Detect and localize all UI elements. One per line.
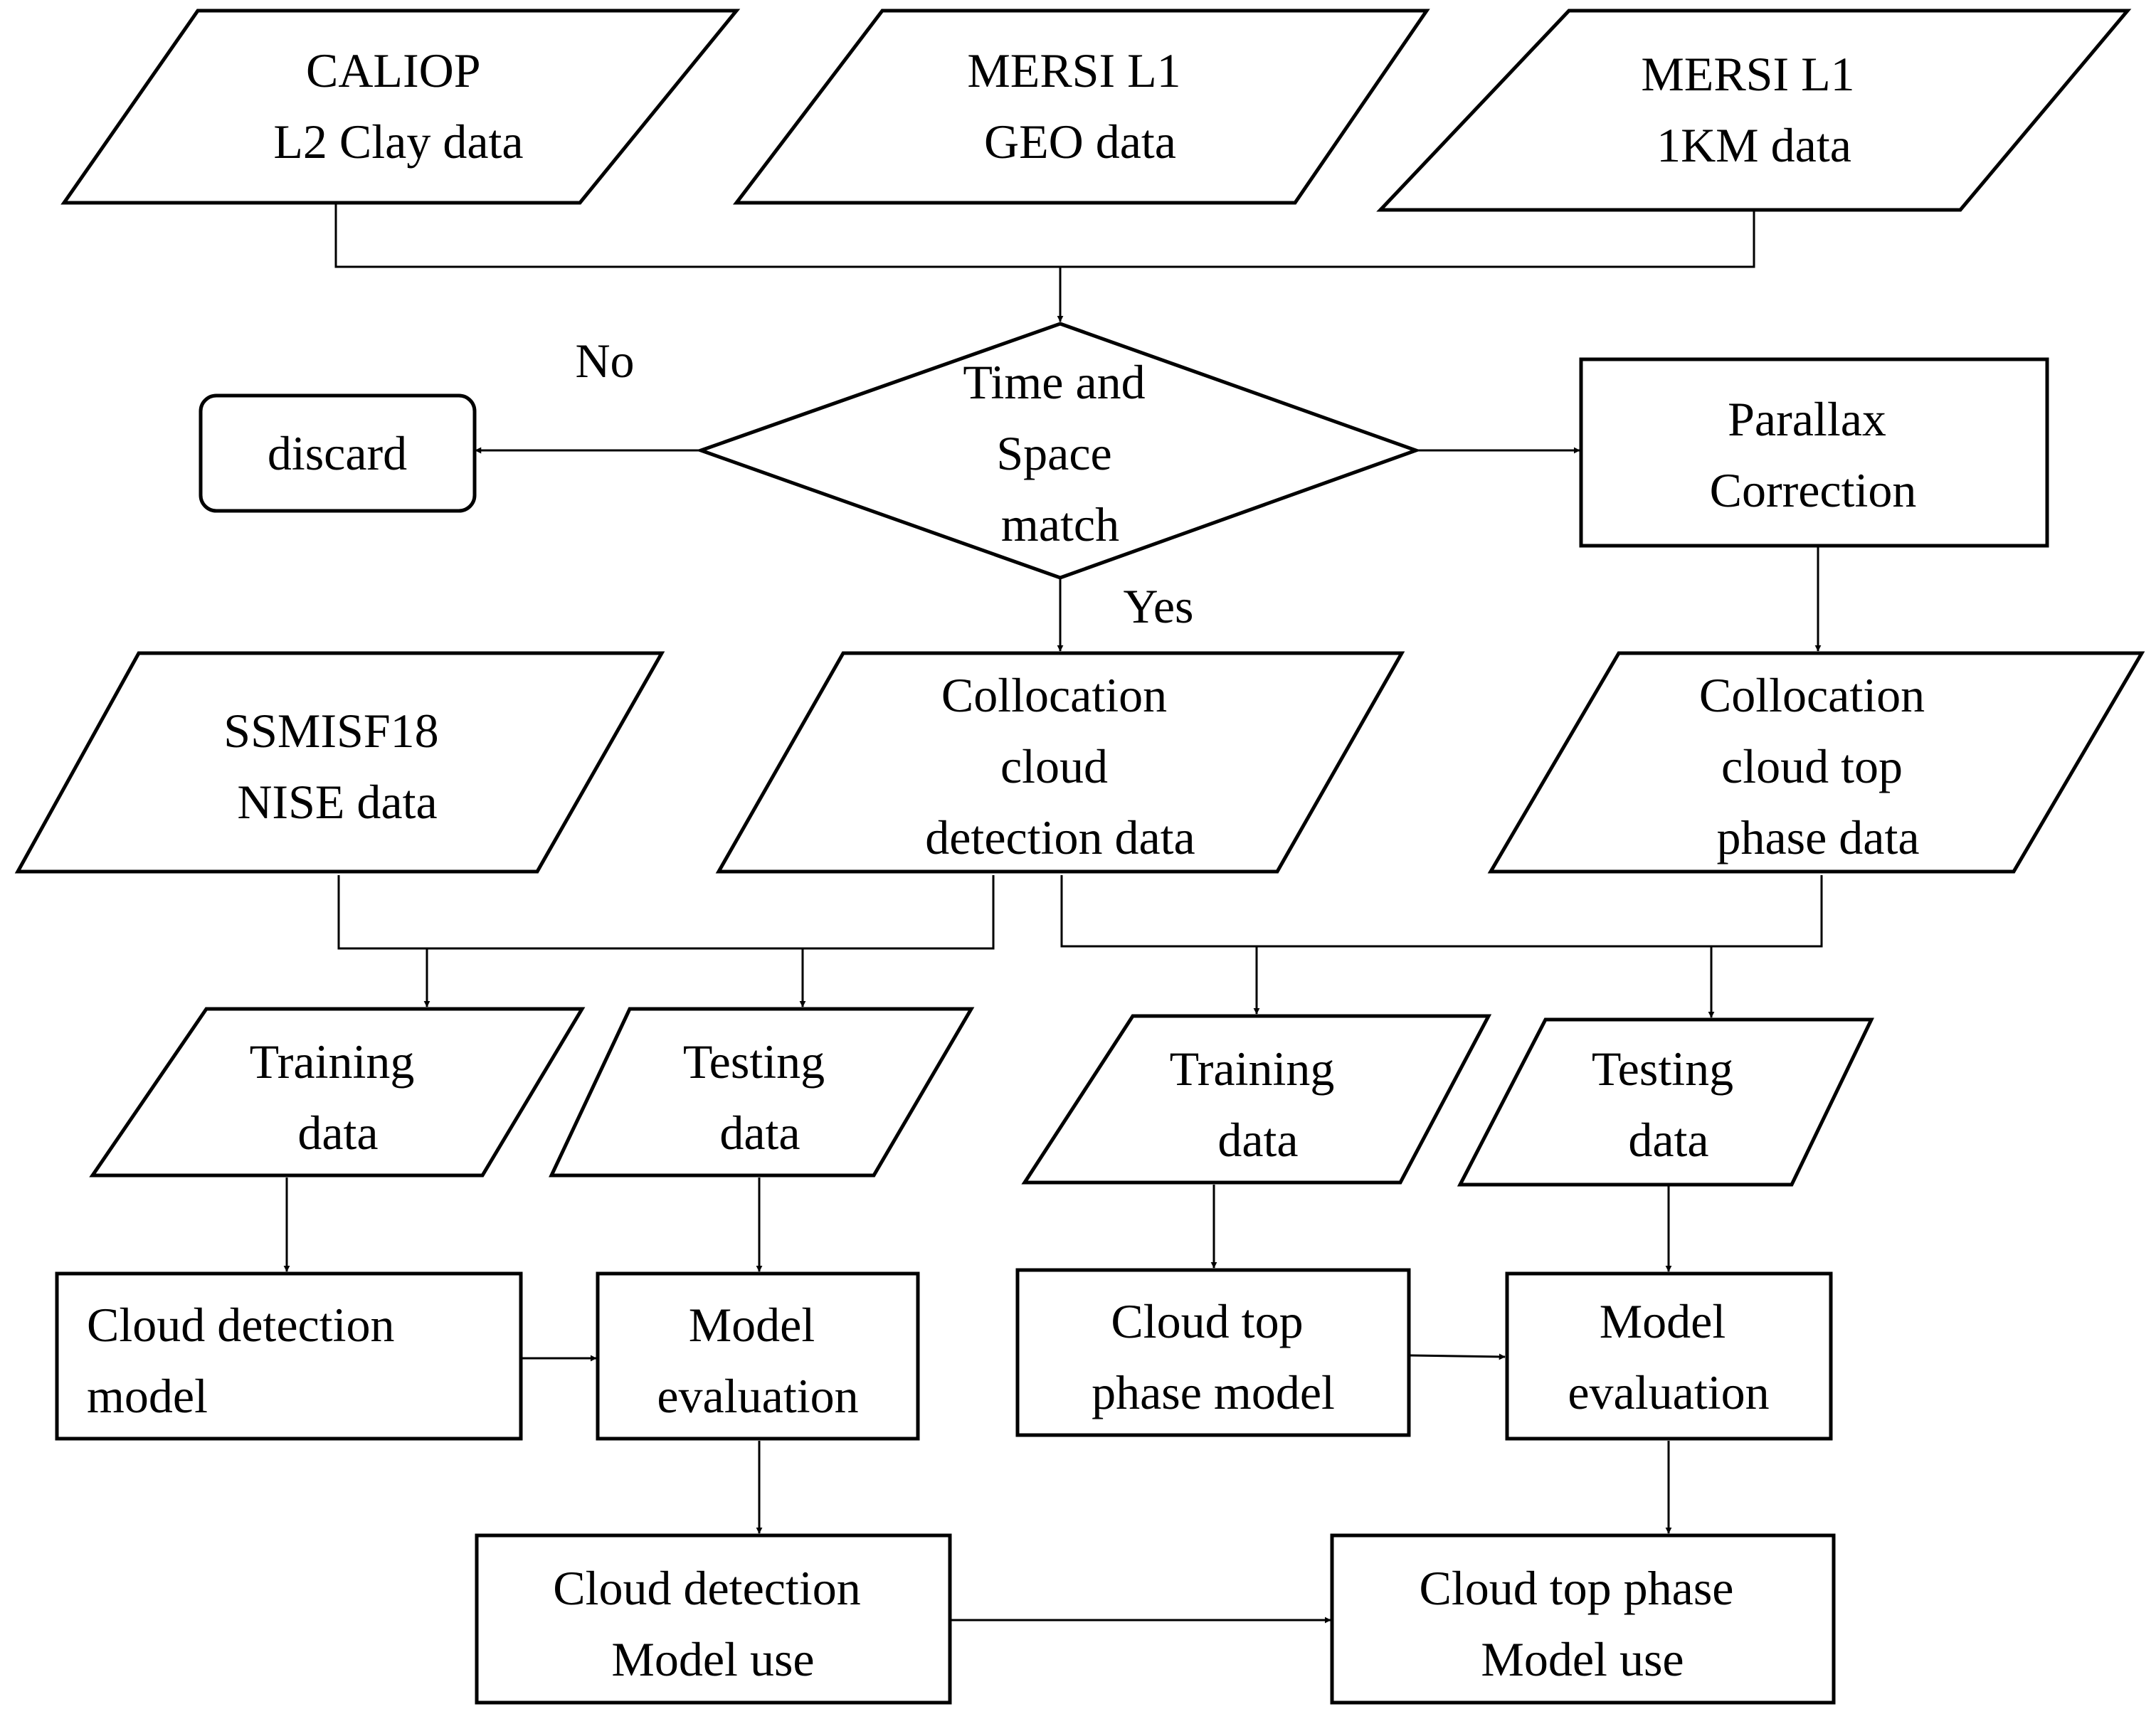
node-label: Testing data <box>683 1035 837 1160</box>
connectors <box>283 203 1823 1624</box>
node-mersi-1km-data: MERSI L1 1KM data <box>1376 9 2132 212</box>
edge-caliop-to-merge <box>334 203 1755 268</box>
node-label: Cloud detection model <box>87 1298 406 1423</box>
node-label: Collocation cloud top phase data <box>1699 668 1937 864</box>
node-label: Testing data <box>1592 1042 1745 1167</box>
node-label: Collocation cloud detection data <box>925 668 1195 864</box>
node-mersi-geo-data: MERSI L1 GEO data <box>732 9 1430 205</box>
edge-right-merge <box>1060 875 1823 948</box>
node-label: Time and Space match <box>963 355 1157 551</box>
node-testing-data-left: Testing data <box>549 1007 975 1178</box>
node-time-space-match: Time and Space match <box>695 322 1422 580</box>
node-collocation-cloud-detection: Collocation cloud detection data <box>715 651 1405 874</box>
node-label: Cloud detection Model use <box>553 1561 872 1686</box>
node-label: Cloud top phase Model use <box>1420 1561 1746 1686</box>
node-label: CALIOP L2 Clay data <box>273 43 523 169</box>
node-label: discard <box>268 426 407 480</box>
edge-left-merge <box>337 875 995 950</box>
node-label: Parallax Correction <box>1710 392 1917 517</box>
node-parallax-correction: Parallax Correction <box>1579 357 2049 548</box>
node-label: Training data <box>1170 1042 1347 1167</box>
node-model-evaluation-right: Model evaluation <box>1505 1271 1833 1441</box>
edge-label-no: No <box>575 334 634 388</box>
node-discard: discard <box>199 393 477 513</box>
node-label: Training data <box>250 1035 427 1160</box>
node-training-data-left: Training data <box>89 1007 586 1178</box>
node-model-evaluation-left: Model evaluation <box>596 1271 920 1441</box>
node-cloud-detection-model: Cloud detection model <box>55 1271 523 1441</box>
node-cloud-top-phase-model: Cloud top phase model <box>1015 1268 1411 1437</box>
edge-label-yes: Yes <box>1124 579 1194 633</box>
node-label: Model evaluation <box>657 1298 858 1423</box>
node-label: MERSI L1 GEO data <box>967 43 1193 169</box>
node-ssmis-nise-data: SSMISF18 NISE data <box>14 651 665 874</box>
node-testing-data-right: Testing data <box>1457 1017 1874 1187</box>
node-label: SSMISF18 NISE data <box>223 704 450 829</box>
node-collocation-cloud-top-phase: Collocation cloud top phase data <box>1487 651 2145 874</box>
node-caliop-data: CALIOP L2 Clay data <box>60 9 741 205</box>
node-label: Model evaluation <box>1568 1294 1769 1419</box>
node-cloud-detection-model-use: Cloud detection Model use <box>475 1533 952 1705</box>
node-label: Cloud top phase model <box>1092 1294 1335 1419</box>
node-label: MERSI L1 1KM data <box>1641 47 1866 172</box>
node-cloud-top-phase-model-use: Cloud top phase Model use <box>1330 1533 1836 1705</box>
edge-ctp-model-to-eval <box>1410 1353 1506 1360</box>
node-training-data-right: Training data <box>1021 1014 1492 1185</box>
